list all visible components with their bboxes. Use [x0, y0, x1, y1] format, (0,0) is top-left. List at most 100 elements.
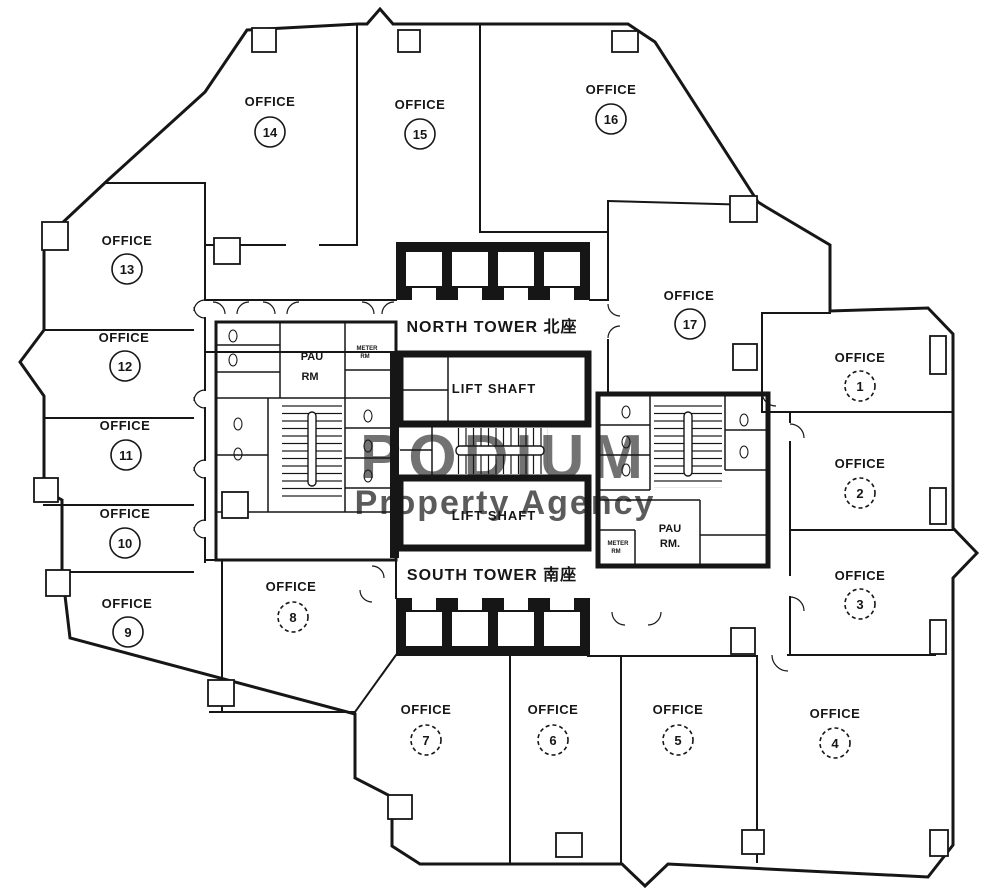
office-number: 1	[856, 379, 863, 394]
office-number: 3	[856, 597, 863, 612]
office-16: OFFICE 16	[586, 82, 637, 135]
column	[929, 487, 947, 525]
office-number-badge	[277, 601, 309, 633]
office-number: 16	[604, 112, 618, 127]
office-number-badge	[410, 724, 442, 756]
stairs-central	[400, 426, 548, 476]
lift-car	[544, 612, 580, 646]
office-13: OFFICE 13	[102, 233, 153, 285]
stairs-right	[654, 400, 722, 488]
office-label: OFFICE	[99, 330, 150, 345]
office-number-badge	[404, 118, 436, 150]
office-number-badge	[674, 308, 706, 340]
office-label: OFFICE	[653, 702, 704, 717]
office-12: OFFICE 12	[99, 330, 150, 382]
left-core	[214, 320, 399, 562]
office-label: OFFICE	[835, 456, 886, 471]
office-11: OFFICE 11	[100, 418, 151, 471]
office-number-badge	[844, 370, 876, 402]
lift-shaft-south-label: LIFT SHAFT	[452, 508, 536, 523]
office-label: OFFICE	[664, 288, 715, 303]
column	[929, 335, 947, 375]
stairs-left	[282, 402, 342, 498]
door-arcs	[193, 299, 805, 672]
office-15: OFFICE 15	[395, 97, 446, 150]
office-number-badge	[109, 350, 141, 382]
stair-handrail	[307, 411, 317, 487]
office-number-badge	[254, 116, 286, 148]
office-label: OFFICE	[245, 94, 296, 109]
office-number: 9	[124, 625, 131, 640]
office-number: 7	[422, 733, 429, 748]
watermark-subtitle: Property Agency	[355, 484, 656, 522]
office-number-badge	[109, 527, 141, 559]
office-label: OFFICE	[586, 82, 637, 97]
right-core	[595, 391, 771, 569]
stair-handrail	[683, 411, 693, 477]
office-label: OFFICE	[835, 350, 886, 365]
south-lift-bank	[396, 598, 590, 656]
column	[555, 832, 583, 858]
office-label: OFFICE	[810, 706, 861, 721]
office-number-badge	[819, 727, 851, 759]
meter-room-right-label2: RM	[611, 549, 620, 555]
office-4: OFFICE 4	[810, 706, 861, 759]
column	[929, 619, 947, 655]
column	[741, 829, 765, 855]
pau-room-left-label: PAU	[301, 351, 323, 363]
meter-room-left-label2: RM	[360, 354, 369, 360]
office-number-badge	[844, 588, 876, 620]
office-6: OFFICE 6	[528, 702, 578, 756]
toilet-fixtures	[228, 329, 749, 483]
perimeter-columns	[33, 27, 949, 858]
office-label: OFFICE	[100, 506, 151, 521]
column	[41, 221, 69, 251]
lift-car	[452, 612, 488, 646]
pau-room-left-label2: RM	[301, 371, 318, 383]
core-labels: NORTH TOWER 北座 SOUTH TOWER 南座 LIFT SHAFT…	[301, 317, 681, 584]
column	[730, 627, 756, 655]
lift-shaft-room-north	[396, 350, 592, 428]
office-17: OFFICE 17	[664, 288, 715, 340]
column	[387, 794, 413, 820]
column	[397, 29, 421, 53]
watermark-title: PODIUM	[360, 423, 650, 492]
office-3: OFFICE 3	[835, 568, 886, 620]
office-number-badge	[662, 724, 694, 756]
column	[33, 477, 59, 503]
office-number: 6	[549, 733, 556, 748]
lift-car	[544, 252, 580, 286]
office-label: OFFICE	[395, 97, 446, 112]
office-number: 14	[263, 125, 278, 140]
office-number-badge	[110, 439, 142, 471]
north-tower-label: NORTH TOWER 北座	[406, 317, 577, 336]
meter-room-right-label: METER	[608, 541, 630, 547]
column	[729, 195, 758, 223]
column	[732, 343, 758, 371]
office-units: OFFICE 1 OFFICE 2 OFFICE 3 OFFICE 4 OFFI…	[99, 82, 886, 759]
lift-car	[498, 252, 534, 286]
office-number: 5	[674, 733, 681, 748]
watermark: PODIUM Property Agency	[355, 423, 656, 522]
office-label: OFFICE	[835, 568, 886, 583]
office-14: OFFICE 14	[245, 94, 296, 148]
pau-room-right-label: PAU	[659, 523, 681, 535]
lift-car	[498, 612, 534, 646]
lift-shaft-room-south	[396, 474, 592, 552]
office-number-badge	[112, 616, 144, 648]
office-label: OFFICE	[266, 579, 317, 594]
office-number-badge	[844, 477, 876, 509]
office-label: OFFICE	[100, 418, 151, 433]
column	[251, 27, 277, 53]
office-number: 12	[118, 359, 132, 374]
office-5: OFFICE 5	[653, 702, 704, 756]
office-7: OFFICE 7	[401, 702, 451, 756]
south-tower-label: SOUTH TOWER 南座	[407, 565, 577, 584]
office-label: OFFICE	[102, 233, 153, 248]
stair-handrail	[455, 445, 545, 456]
north-lift-bank	[396, 242, 590, 300]
office-number: 15	[413, 127, 427, 142]
office-number-badge	[595, 103, 627, 135]
